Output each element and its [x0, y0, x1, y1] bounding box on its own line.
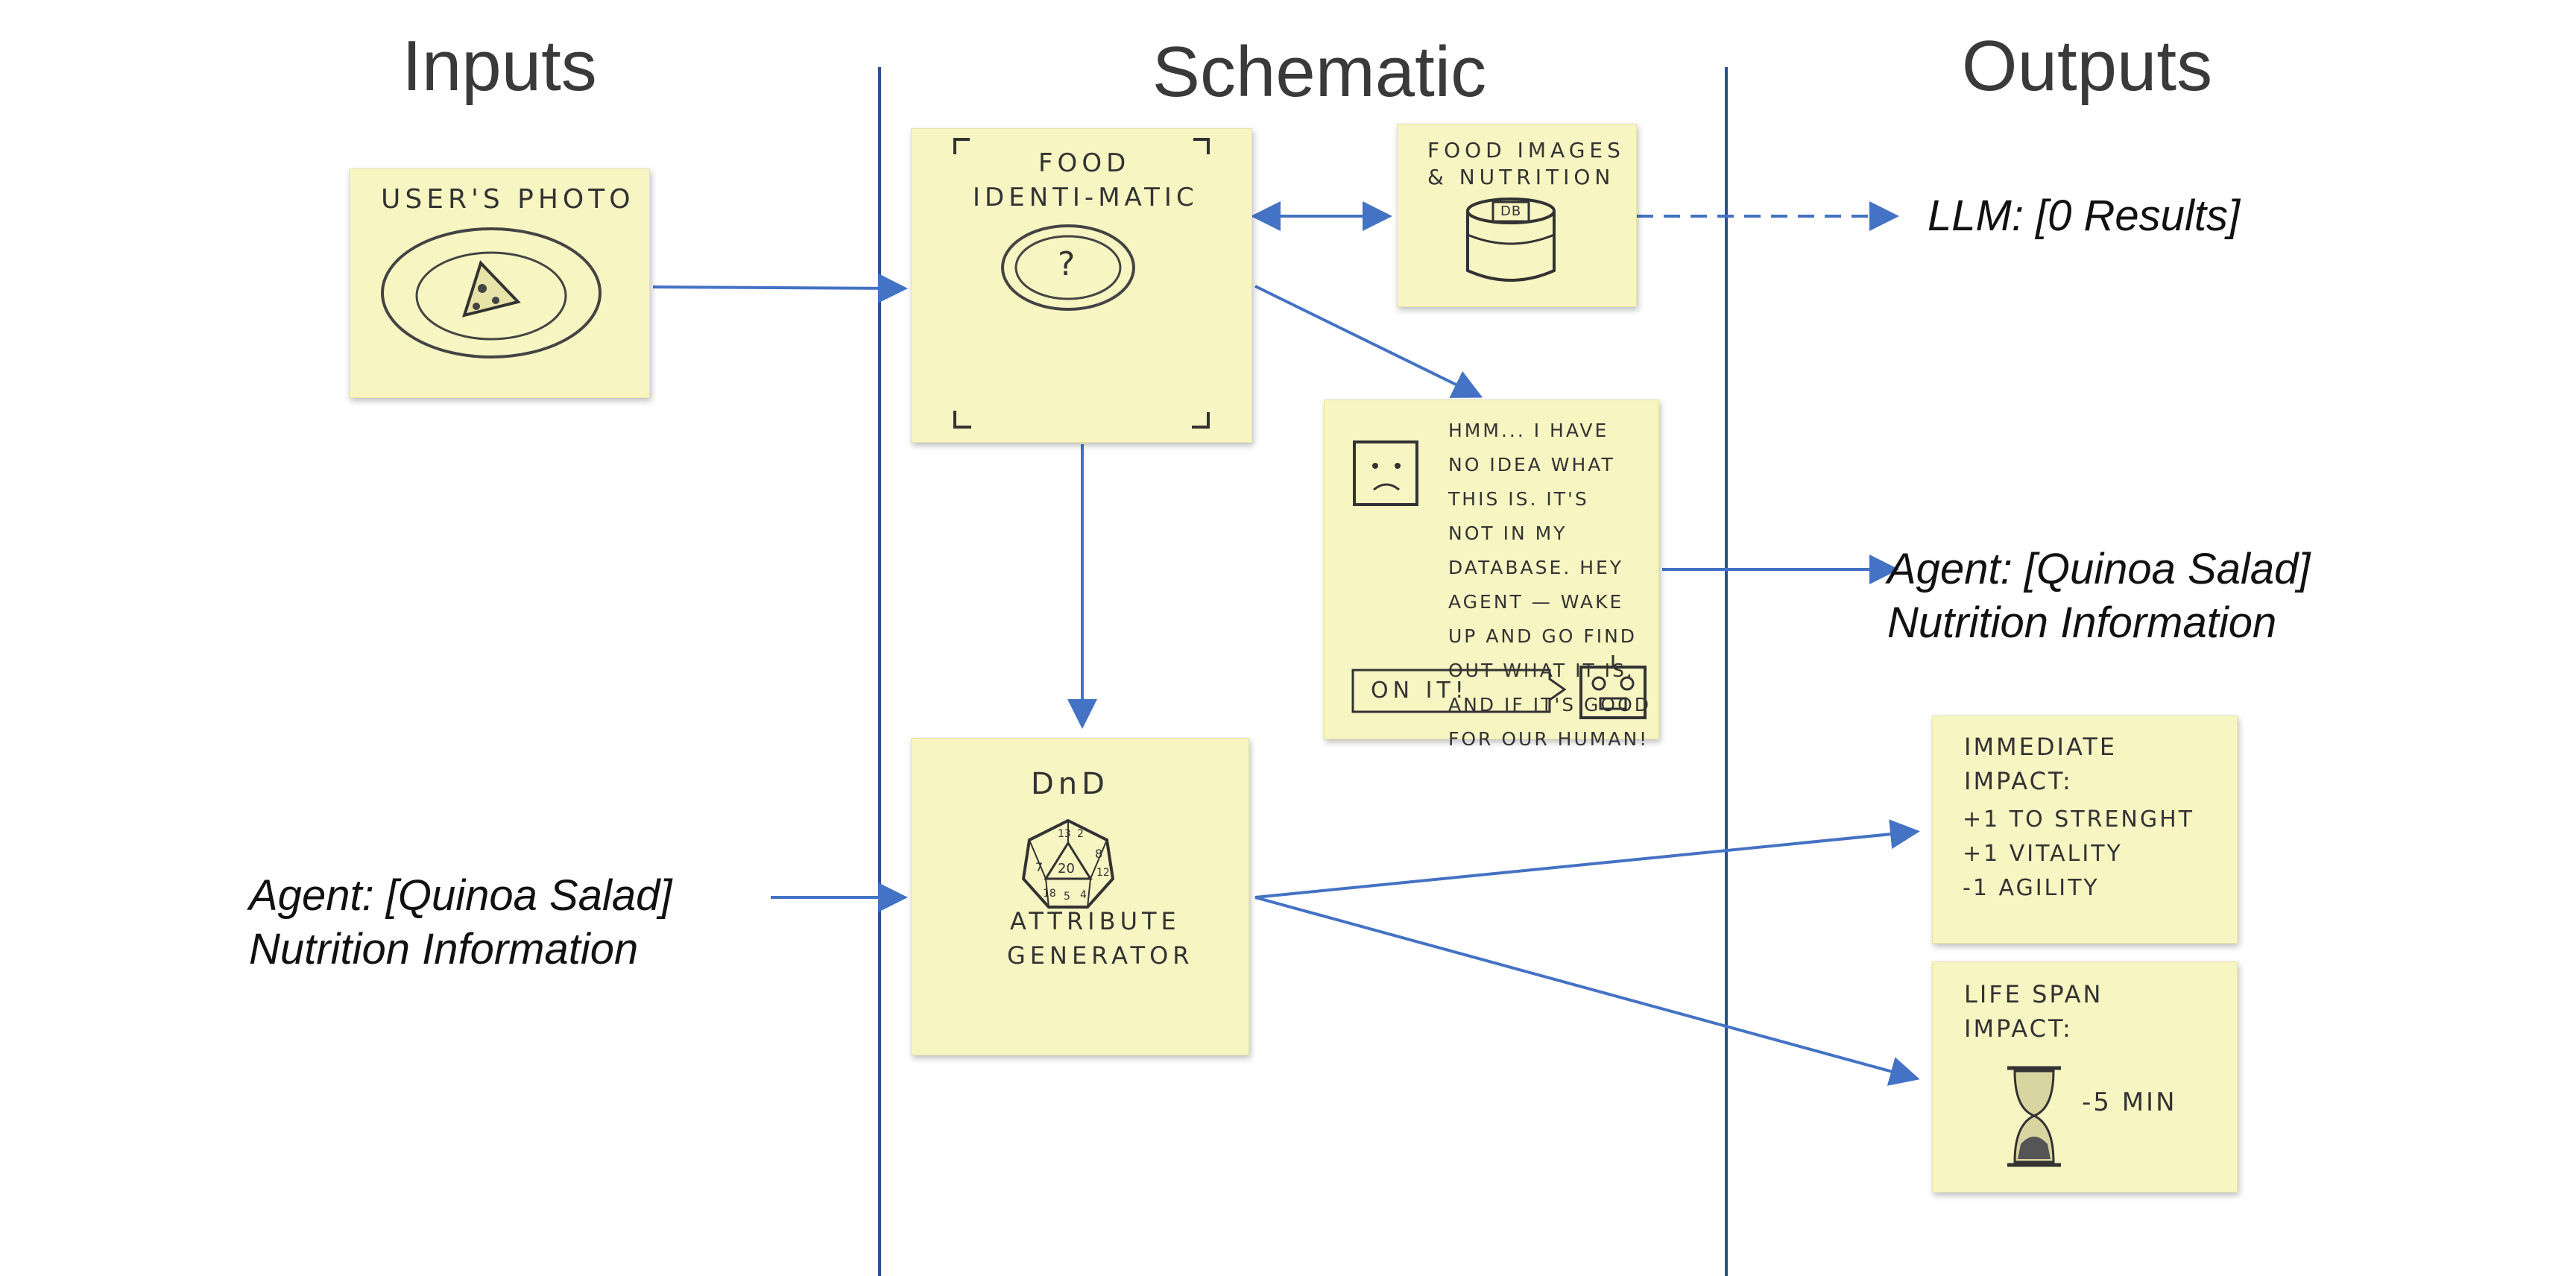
- agent-output-line2: Nutrition Information: [1887, 596, 2311, 650]
- effect-line: +1 TO STRENGHT: [1963, 803, 2194, 837]
- users-photo-note: USER'S PHOTO: [349, 168, 650, 398]
- hourglass-icon: [1933, 962, 2237, 1192]
- agent-input-line2: Nutrition Information: [249, 923, 672, 976]
- pizza-plate-icon: [350, 169, 649, 397]
- reply-text: ON IT!: [1371, 678, 1468, 704]
- agent-output-line1: Agent: [Quinoa Salad]: [1887, 543, 2311, 596]
- agent-input-line1: Agent: [Quinoa Salad]: [249, 869, 672, 923]
- dnd-line3: GENERATOR: [1007, 941, 1193, 970]
- arrow-dnd-to-lifespan: [1255, 897, 1914, 1078]
- agent-output-label: Agent: [Quinoa Salad] Nutrition Informat…: [1887, 543, 2311, 650]
- db-label: DB: [1500, 203, 1521, 219]
- food-db-note: FOOD IMAGES & NUTRITION DB: [1397, 124, 1637, 307]
- dnd-generator-note: DnD 13 2 8 7 20 12 18 5 4 ATTRIBUTE GENE…: [911, 738, 1249, 1055]
- die-face: 18: [1043, 888, 1056, 900]
- food-identimatic-note: FOOD IDENTI-MATIC ?: [911, 128, 1252, 443]
- immediate-title-line: IMMEDIATE: [1964, 730, 2117, 764]
- arrow-dnd-to-immediate: [1255, 832, 1914, 897]
- die-face: 20: [1058, 861, 1075, 877]
- immediate-impact-title: IMMEDIATE IMPACT:: [1964, 730, 2117, 798]
- immediate-impact-note: IMMEDIATE IMPACT: +1 TO STRENGHT +1 VITA…: [1932, 716, 2238, 944]
- d20-die-icon: 13 2 8 7 20 12 18 5 4: [912, 739, 1248, 1055]
- agent-message-note: HMM... I HAVE NO IDEA WHAT THIS IS. IT'S…: [1324, 399, 1659, 739]
- dnd-line2: ATTRIBUTE: [1010, 907, 1181, 935]
- effect-line: -1 AGILITY: [1963, 871, 2194, 906]
- die-face: 13: [1058, 828, 1071, 840]
- agent-input-label: Agent: [Quinoa Salad] Nutrition Informat…: [249, 869, 672, 976]
- lifespan-value: -5 MIN: [2082, 1087, 2177, 1117]
- camera-frame-icon: [912, 129, 1251, 442]
- question-mark-icon: ?: [1058, 245, 1075, 283]
- die-face: 7: [1035, 860, 1043, 874]
- arrow-photo-to-identimatic: [653, 287, 902, 288]
- die-face: 8: [1095, 847, 1102, 861]
- llm-result-label: LLM: [0 Results]: [1928, 189, 2240, 243]
- die-face: 2: [1077, 828, 1084, 840]
- die-face: 5: [1064, 891, 1070, 903]
- lifespan-impact-note: LIFE SPAN IMPACT: -5 MIN: [1932, 961, 2238, 1193]
- effect-line: +1 VITALITY: [1963, 837, 2194, 871]
- die-face: 4: [1080, 889, 1087, 901]
- die-face: 12: [1096, 867, 1110, 879]
- immediate-impact-effects: +1 TO STRENGHT +1 VITALITY -1 AGILITY: [1963, 803, 2194, 906]
- immediate-title-line: IMPACT:: [1964, 764, 2117, 798]
